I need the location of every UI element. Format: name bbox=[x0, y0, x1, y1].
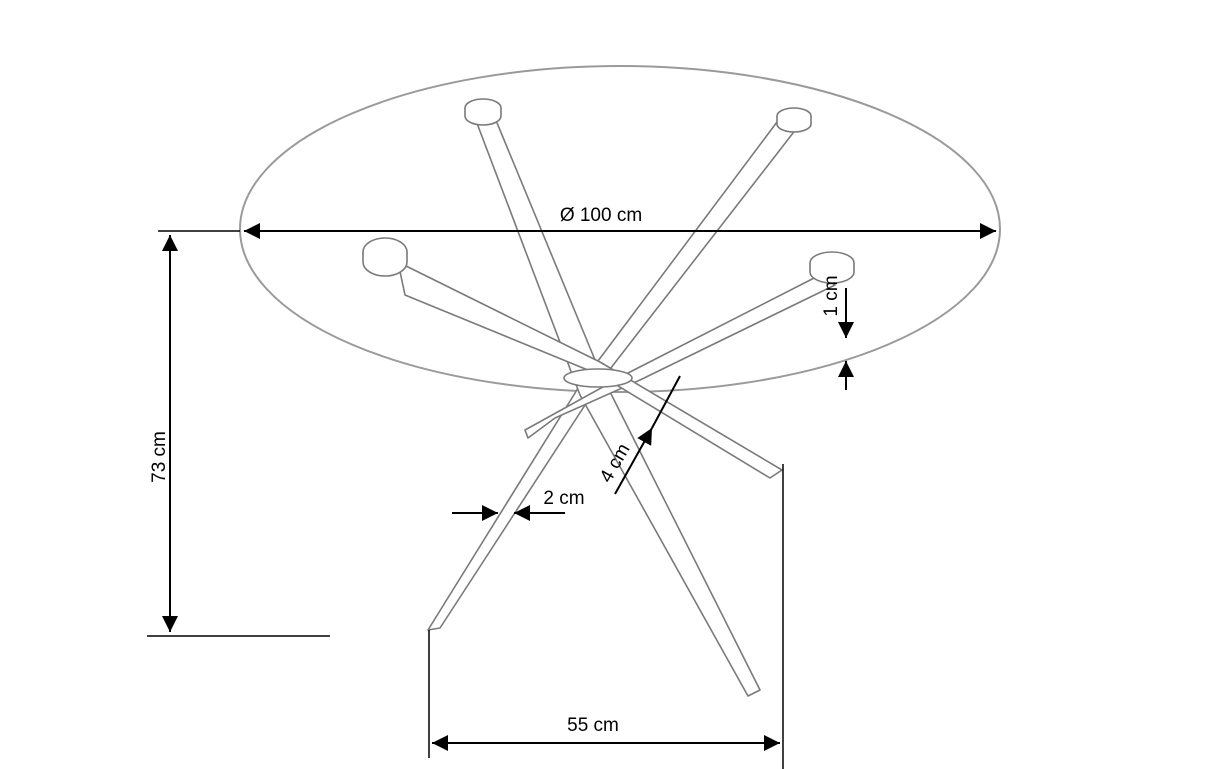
leg-crossing-hub bbox=[563, 368, 633, 388]
height-dimension: 73 cm bbox=[147, 230, 330, 637]
leg-front-left bbox=[362, 237, 783, 479]
thickness-dimension: 1 cm bbox=[821, 275, 854, 390]
leg-thickness-label: 2 cm bbox=[543, 488, 584, 509]
leg-thickness-dimension: 2 cm bbox=[452, 488, 585, 521]
leg-back-left bbox=[464, 98, 761, 697]
diameter-label: Ø 100 cm bbox=[560, 205, 642, 226]
leg-back-right bbox=[427, 107, 812, 631]
table-top bbox=[239, 65, 1001, 393]
thickness-label: 1 cm bbox=[821, 275, 842, 316]
base-width-dimension: 55 cm bbox=[428, 464, 784, 769]
leg-front-right bbox=[524, 251, 855, 439]
diameter-dimension: Ø 100 cm bbox=[244, 205, 996, 239]
glass-top-edge bbox=[239, 65, 1001, 393]
height-label: 73 cm bbox=[149, 431, 170, 483]
base-width-label: 55 cm bbox=[567, 715, 619, 736]
table-base bbox=[362, 98, 855, 697]
